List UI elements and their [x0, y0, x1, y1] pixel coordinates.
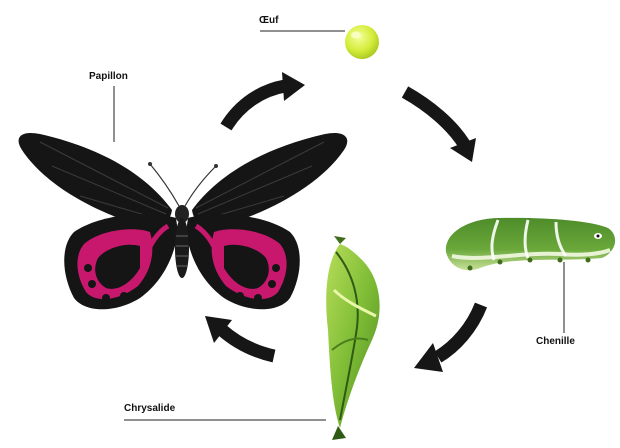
curved-arrow-icon — [226, 72, 305, 127]
chrysalis-icon — [326, 236, 379, 440]
butterfly-icon — [19, 133, 348, 309]
butterfly-label: Papillon — [89, 71, 128, 82]
egg-icon — [345, 25, 379, 59]
caterpillar-icon — [446, 218, 615, 271]
curved-arrow-icon — [205, 316, 274, 356]
curved-arrow-icon — [405, 92, 476, 162]
curved-arrow-icon — [414, 305, 481, 372]
caterpillar-label: Chenille — [536, 336, 575, 347]
egg-label: Œuf — [259, 15, 278, 26]
chrysalis-label: Chrysalide — [124, 403, 175, 414]
